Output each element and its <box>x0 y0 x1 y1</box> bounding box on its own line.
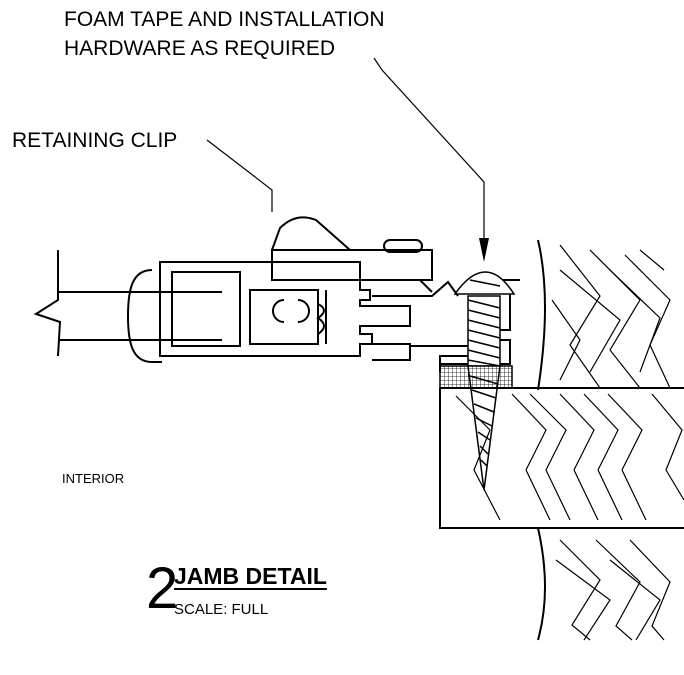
frame-extrusion <box>159 261 411 361</box>
retaining-clip-callout: RETAINING CLIP <box>12 129 178 152</box>
leader-lines <box>206 57 485 238</box>
foam-tape-leader <box>373 57 485 238</box>
detail-scale: SCALE: FULL <box>174 601 269 618</box>
retaining-clip <box>271 216 459 297</box>
upper-wall-section <box>537 239 671 391</box>
glazing-gasket <box>126 269 162 363</box>
lower-wall-section <box>537 527 671 641</box>
detail-number: 2 <box>146 556 179 621</box>
foam-tape-callout-line1: FOAM TAPE AND INSTALLATION <box>64 8 385 31</box>
foam-tape-arrowhead <box>479 238 489 262</box>
foam-tape-callout-line2: HARDWARE AS REQUIRED <box>64 37 336 60</box>
foam-tape <box>439 365 513 389</box>
jamb-board <box>439 387 684 529</box>
interior-label: INTERIOR <box>62 471 125 486</box>
glass-panel <box>33 250 222 357</box>
detail-title: JAMB DETAIL <box>174 563 327 589</box>
retaining-clip-leader <box>206 139 273 212</box>
